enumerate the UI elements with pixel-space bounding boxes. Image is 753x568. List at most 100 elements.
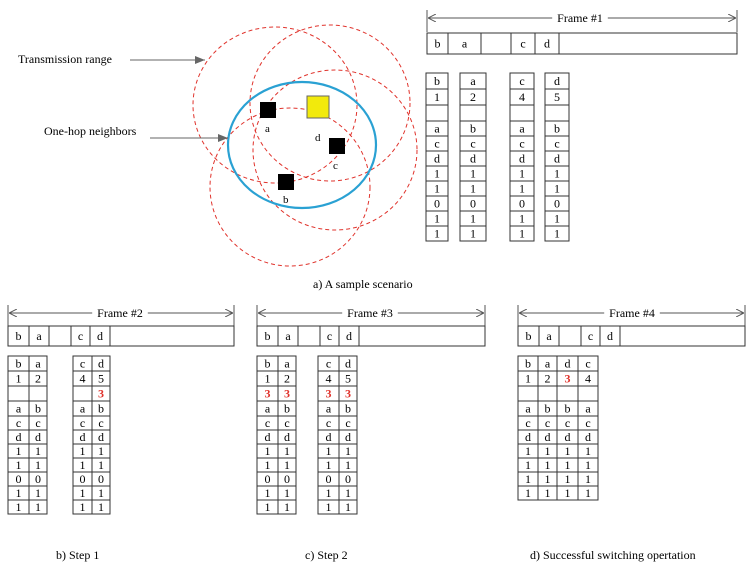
frame-slots (256, 325, 486, 347)
cell-value: 1 (554, 212, 560, 226)
cell-value: 1 (525, 372, 531, 386)
cell-value: c (470, 137, 475, 151)
cell-value: d (98, 430, 104, 444)
cell-value: d (585, 430, 591, 444)
cell-value: 1 (585, 472, 591, 486)
cell-value: 1 (545, 444, 551, 458)
cell-value: 4 (80, 372, 86, 386)
cell-value: 1 (565, 458, 571, 472)
cell-value: a (16, 402, 22, 416)
frame-slot (599, 325, 621, 347)
table-cell (509, 225, 535, 242)
cell-value: 1 (470, 227, 476, 241)
cell-value: 1 (434, 212, 440, 226)
cell-value: 1 (525, 458, 531, 472)
highlight-value: 3 (565, 372, 571, 386)
node-b-label: b (283, 194, 289, 206)
cell-value: b (554, 122, 560, 136)
cell-value: 1 (265, 500, 271, 514)
cell-value: 1 (284, 500, 290, 514)
frame-slot-label: a (36, 329, 42, 343)
cell-value: c (545, 416, 550, 430)
frame-label-bg (552, 11, 608, 23)
cell-value: 1 (554, 227, 560, 241)
cell-value: 0 (35, 472, 41, 486)
cell-value: 0 (434, 197, 440, 211)
frame-slot (89, 325, 111, 347)
cell-value: b (98, 402, 104, 416)
table-cell (577, 485, 599, 501)
cell-value: b (434, 74, 440, 88)
frame-slot-label: c (588, 329, 593, 343)
cell-value: c (326, 357, 331, 371)
frame-label: Frame #4 (609, 306, 655, 320)
cell-value: a (35, 357, 41, 371)
cell-value: c (565, 416, 570, 430)
transmission-range-label: Transmission range (18, 52, 112, 66)
cell-value: 0 (470, 197, 476, 211)
frame-slot-label: a (285, 329, 291, 343)
node-c-label: c (333, 160, 338, 172)
frame-slot (297, 325, 321, 347)
cell-value: 1 (16, 458, 22, 472)
table-cell (277, 499, 297, 515)
table-cell (459, 104, 487, 122)
cell-value: b (265, 357, 271, 371)
cell-value: d (16, 430, 22, 444)
cell-value: 1 (519, 212, 525, 226)
highlight-value: 3 (326, 387, 332, 401)
table-cell (91, 499, 111, 515)
cell-value: 0 (284, 472, 290, 486)
highlight-value: 3 (98, 387, 104, 401)
cell-value: b (545, 402, 551, 416)
cell-value: c (265, 416, 270, 430)
cell-value: 1 (80, 458, 86, 472)
cell-value: d (525, 430, 531, 444)
cell-value: c (284, 416, 289, 430)
frame-label-bg (342, 306, 398, 318)
cell-value: 1 (98, 458, 104, 472)
cell-value: 1 (284, 444, 290, 458)
frame-slots (426, 32, 738, 55)
cell-value: 1 (284, 486, 290, 500)
caption-b: b) Step 1 (56, 548, 100, 562)
cell-value: d (554, 152, 560, 166)
table-cell (577, 385, 599, 402)
frame-slot-label: d (607, 329, 613, 343)
table-cell (459, 225, 487, 242)
cell-value: c (585, 416, 590, 430)
cell-value: 1 (326, 458, 332, 472)
frame-slot-label: c (520, 37, 525, 51)
frame-label-bg (604, 306, 660, 318)
cell-value: 1 (265, 372, 271, 386)
cell-value: 2 (545, 372, 551, 386)
cell-value: a (326, 402, 332, 416)
cell-value: 1 (565, 472, 571, 486)
cell-value: d (326, 430, 332, 444)
cell-value: 1 (265, 458, 271, 472)
cell-value: 1 (525, 472, 531, 486)
cell-value: 1 (98, 486, 104, 500)
cell-value: c (434, 137, 439, 151)
cell-value: 1 (545, 486, 551, 500)
cell-value: d (565, 357, 571, 371)
cell-value: 0 (80, 472, 86, 486)
cell-value: 4 (585, 372, 591, 386)
table-cell (28, 499, 48, 515)
cell-value: b (470, 122, 476, 136)
cell-value: 1 (284, 458, 290, 472)
cell-value: 1 (35, 500, 41, 514)
table-cell (509, 104, 535, 122)
cell-value: d (345, 357, 351, 371)
cell-value: b (525, 357, 531, 371)
frame-slots (7, 325, 235, 347)
highlight-value: 3 (265, 387, 271, 401)
cell-value: 1 (265, 486, 271, 500)
caption-c: c) Step 2 (305, 548, 348, 562)
cell-value: b (35, 402, 41, 416)
transmission-range-circle (192, 26, 358, 184)
table-cell (517, 385, 539, 402)
cell-value: 1 (98, 500, 104, 514)
